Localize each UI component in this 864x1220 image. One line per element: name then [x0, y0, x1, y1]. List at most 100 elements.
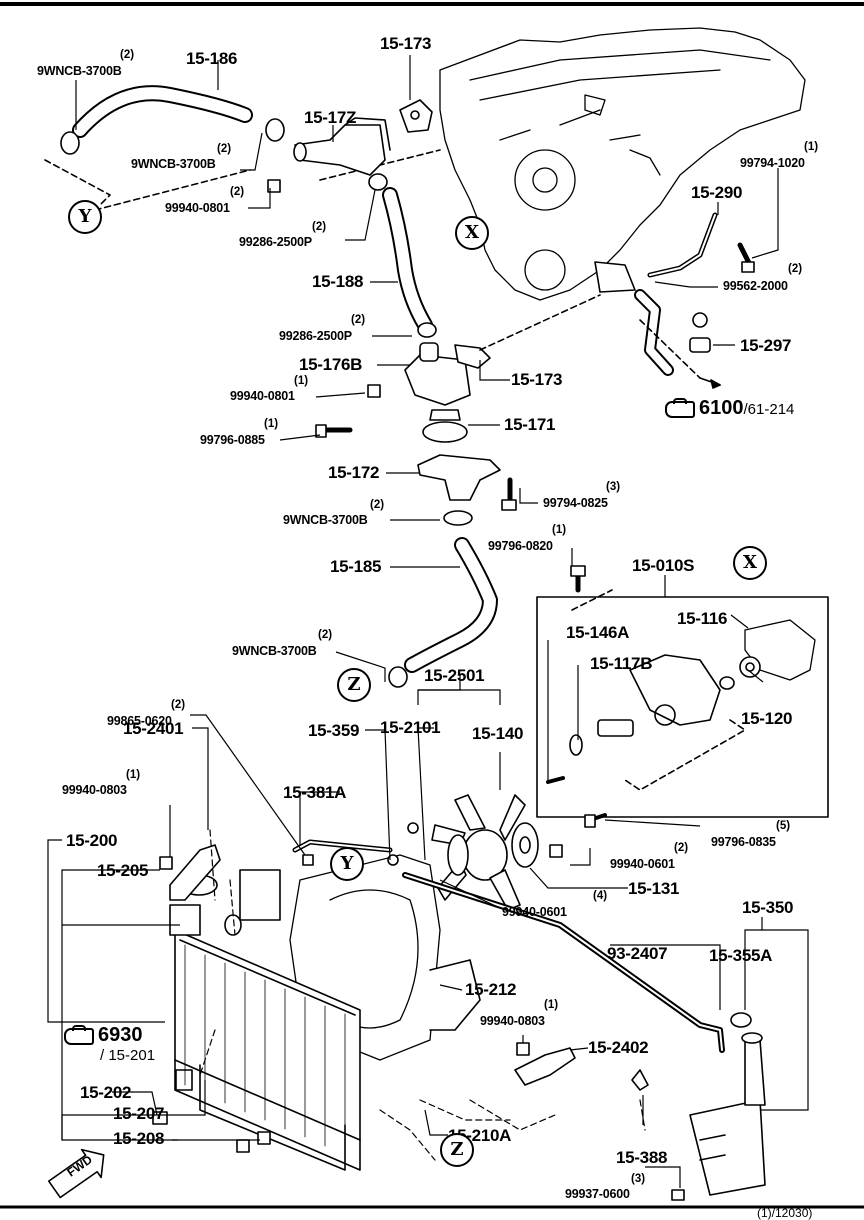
callout-x-top: X — [455, 216, 489, 250]
label-99286-a: 99286-2500P — [239, 235, 312, 249]
label-15-116: 15-116 — [677, 609, 728, 628]
water-pump-body — [569, 654, 721, 756]
label-15-359: 15-359 — [308, 721, 360, 740]
qty-99286-a: (2) — [312, 221, 327, 233]
label-15-2402: 15-2402 — [588, 1038, 649, 1057]
label-99794-1020: 99794-1020 — [740, 156, 805, 170]
label-99940-0803b: 99940-0803 — [480, 1014, 545, 1028]
thermostat-15-171 — [422, 409, 468, 443]
label-9wncb-1: 9WNCB-3700B — [37, 64, 122, 78]
label-15-131: 15-131 — [628, 879, 680, 898]
label-15-355A: 15-355A — [709, 946, 773, 965]
label-15-173-mid: 15-173 — [511, 370, 563, 389]
reserve-tank-15-350 — [689, 1012, 766, 1196]
reference-6930-sub: / 15-201 — [100, 1047, 156, 1064]
qty-99286-b: (2) — [351, 314, 366, 326]
label-15-146A: 15-146A — [566, 623, 630, 642]
label-99940-0801b: 99940-0801 — [230, 389, 295, 403]
qty-9wncb-1: (2) — [120, 49, 135, 61]
qty-99796-0885: (1) — [264, 418, 279, 430]
label-15-17Z: 15-17Z — [304, 108, 357, 127]
qty-99940-0803a: (1) — [126, 769, 141, 781]
label-15-388: 15-388 — [616, 1148, 668, 1167]
engine-block — [439, 27, 806, 301]
pointing-hand-icon — [665, 398, 695, 419]
hose-15-188 — [368, 173, 437, 338]
bypass-pipe-15-290 — [594, 212, 718, 376]
label-15-117B: 15-117B — [590, 654, 653, 673]
qty-99796-0820: (1) — [552, 524, 567, 536]
qty-99940-0803b: (1) — [544, 999, 559, 1011]
label-99940-0803a: 99940-0803 — [62, 783, 127, 797]
label-15-172: 15-172 — [328, 463, 380, 482]
label-15-120: 15-120 — [741, 709, 793, 728]
water-pump-assembly-box — [536, 596, 829, 818]
label-15-185: 15-185 — [330, 557, 382, 576]
label-15-297: 15-297 — [740, 336, 792, 355]
label-15-200: 15-200 — [66, 831, 118, 850]
upper-hose-15-186 — [60, 85, 285, 155]
callout-y-top: Y — [68, 200, 102, 234]
label-15-2501: 15-2501 — [424, 666, 485, 685]
label-99940-0801a: 99940-0801 — [165, 201, 230, 215]
qty-99796-0835: (5) — [776, 820, 791, 832]
label-15-173-top: 15-173 — [380, 34, 432, 53]
label-99796-0835: 99796-0835 — [711, 835, 776, 849]
diagram-id: (1)/12030) — [757, 1206, 813, 1220]
cooling-fan-15-140 — [431, 794, 526, 911]
qty-99794-0825: (3) — [606, 481, 621, 493]
qty-9wncb-2: (2) — [217, 143, 232, 155]
label-15-207: 15-207 — [113, 1104, 165, 1123]
reference-6930[interactable]: 6930 — [64, 1024, 143, 1047]
label-15-202: 15-202 — [80, 1083, 132, 1102]
bolts — [152, 179, 755, 1201]
qty-99794-1020: (1) — [804, 141, 819, 153]
label-15-205: 15-205 — [97, 861, 149, 880]
label-93-2407: 93-2407 — [607, 944, 668, 963]
label-15-171: 15-171 — [504, 415, 556, 434]
water-inlet-15-172 — [417, 454, 501, 501]
fan-pulley-15-131 — [511, 822, 539, 868]
label-15-290: 15-290 — [691, 183, 743, 202]
callout-z-radiator: Z — [440, 1133, 474, 1167]
label-99794-0825: 99794-0825 — [543, 496, 608, 510]
label-99796-0820: 99796-0820 — [488, 539, 553, 553]
label-15-2101: 15-2101 — [380, 718, 441, 737]
label-9wncb-2: 9WNCB-3700B — [131, 157, 216, 171]
thermostat-housing-15-176B — [404, 342, 491, 406]
label-99940-0601a: 99940-0601 — [610, 857, 675, 871]
label-15-381A: 15-381A — [283, 783, 347, 802]
label-99562: 99562-2000 — [723, 279, 788, 293]
label-15-140: 15-140 — [472, 724, 524, 743]
label-99865: 99865-0620 — [107, 714, 172, 728]
label-15-176B: 15-176B — [299, 355, 363, 374]
qty-99562: (2) — [788, 263, 803, 275]
reference-6100[interactable]: 6100/61-214 — [665, 397, 794, 420]
callout-y-radiator: Y — [330, 847, 364, 881]
label-15-208: 15-208 — [113, 1129, 165, 1148]
qty-99940-0601a: (2) — [674, 842, 689, 854]
pointing-hand-icon — [64, 1025, 94, 1046]
bracket-15-2401 — [169, 844, 221, 901]
qty-99937: (3) — [631, 1173, 646, 1185]
label-9wncb-4: 9WNCB-3700B — [232, 644, 317, 658]
label-99937: 99937-0600 — [565, 1187, 630, 1201]
label-15-010S: 15-010S — [632, 556, 695, 575]
callout-x-pump: X — [733, 546, 767, 580]
qty-99940-0601b: (4) — [593, 890, 608, 902]
water-outlet-15-17Z — [293, 117, 391, 176]
label-15-212: 15-212 — [465, 980, 517, 999]
qty-9wncb-3: (2) — [370, 499, 385, 511]
qty-99865: (2) — [171, 699, 186, 711]
callout-z-hose: Z — [337, 668, 371, 702]
label-9wncb-3: 9WNCB-3700B — [283, 513, 368, 527]
gasket-15-173-top — [399, 99, 433, 133]
water-pump-15-116-gasket — [719, 619, 816, 690]
qty-99940-0801b: (1) — [294, 375, 309, 387]
label-99286-b: 99286-2500P — [279, 329, 352, 343]
label-15-186: 15-186 — [186, 49, 238, 68]
label-99940-0601b: 99940-0601 — [502, 905, 567, 919]
lower-hose-15-185 — [388, 537, 498, 688]
fwd-arrow — [47, 1148, 105, 1199]
label-15-188: 15-188 — [312, 272, 364, 291]
